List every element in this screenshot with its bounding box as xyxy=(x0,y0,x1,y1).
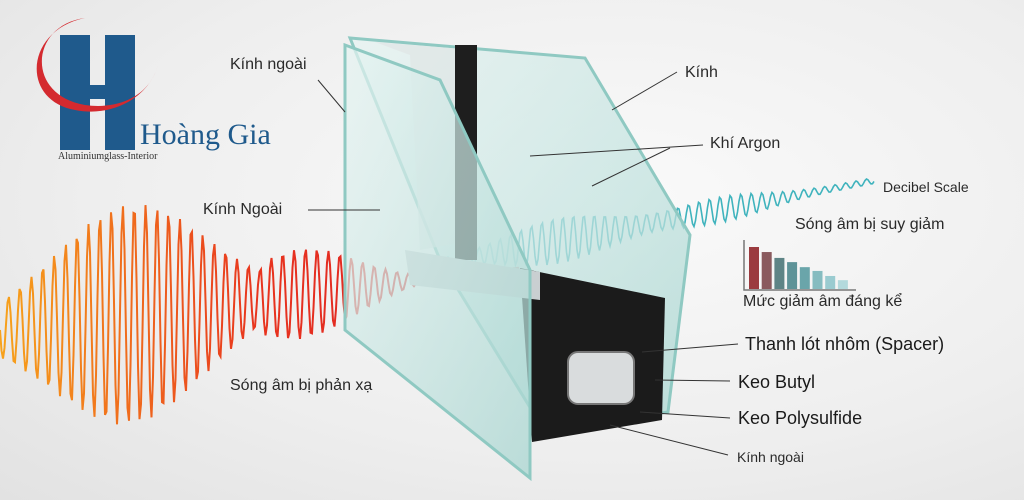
label-attenuated: Sóng âm bị suy giảm xyxy=(795,216,945,233)
decibel-bar xyxy=(774,257,785,289)
decibel-bar xyxy=(787,262,798,289)
label-butyl: Keo Butyl xyxy=(738,372,816,392)
decibel-bar xyxy=(749,247,759,289)
decibel-bar xyxy=(837,280,848,289)
label-outer-glass-top: Kính ngoài xyxy=(230,56,307,73)
logo-name: Hoàng Gia xyxy=(140,118,271,151)
label-argon: Khí Argon xyxy=(710,135,781,152)
decibel-bar xyxy=(812,270,823,289)
glass-unit xyxy=(343,36,692,482)
logo-tagline: Aluminiumglass-Interior xyxy=(58,151,158,162)
aluminium-spacer xyxy=(567,351,635,405)
logo-mark xyxy=(36,18,159,150)
label-spacer: Thanh lót nhôm (Spacer) xyxy=(745,334,945,354)
label-polysulfide: Keo Polysulfide xyxy=(738,408,863,428)
label-glass: Kính xyxy=(685,64,718,81)
label-outer-glass-mid: Kính Ngoài xyxy=(203,201,283,218)
label-reflected: Sóng âm bị phản xạ xyxy=(230,377,373,394)
decibel-bar xyxy=(799,267,810,289)
decibel-bar xyxy=(825,275,836,289)
label-reduction: Mức giảm âm đáng kể xyxy=(743,293,903,310)
label-decibel-scale: Decibel Scale xyxy=(883,179,969,195)
decibel-bar-chart xyxy=(743,240,856,291)
label-outer-glass-bottom: Kính ngoài xyxy=(737,449,804,465)
decibel-bar xyxy=(761,252,772,289)
leader-lines xyxy=(308,71,739,456)
